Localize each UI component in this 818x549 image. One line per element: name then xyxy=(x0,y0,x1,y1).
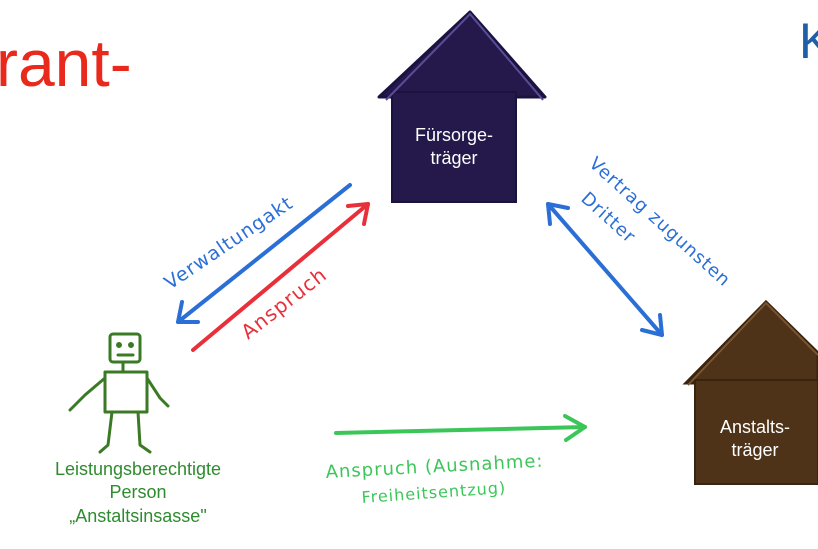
person-label-line2: Person xyxy=(109,482,167,503)
fuersorgetraeger-label: Fürsorge- träger xyxy=(392,124,516,171)
verwaltungsakt-arrow xyxy=(176,183,352,324)
anspruch-red-arrow xyxy=(191,202,370,352)
fuersorgetraeger-label-line2: träger xyxy=(430,148,478,169)
person-label-line3: „Anstaltsinsasse" xyxy=(69,505,207,526)
anstaltstraeger-label-line2: träger xyxy=(731,440,779,461)
person-label: Leistungsberechtigte Person „Anstaltsins… xyxy=(20,458,256,528)
slide-title-right-fragment: K xyxy=(799,13,818,69)
anspruch-green-label-line2: Freiheitsentzug) xyxy=(361,478,507,507)
person-label-line1: Leistungsberechtigte xyxy=(54,459,222,479)
anspruch-green-label-line1: Anspruch (Ausnahme: xyxy=(325,451,544,483)
anstaltstraeger-label-line1: Anstalts- xyxy=(719,417,791,437)
anstaltstraeger-house xyxy=(682,299,818,485)
fuersorgetraeger-house xyxy=(377,10,547,203)
fuersorgetraeger-label-line1: Fürsorge- xyxy=(414,125,494,145)
vertrag-double-arrow xyxy=(546,202,664,337)
anspruch-green-arrow xyxy=(334,414,587,442)
slide-title-fragment: rant- xyxy=(0,26,132,100)
anstaltstraeger-label: Anstalts- träger xyxy=(700,416,810,463)
person-stick-figure xyxy=(68,332,170,454)
